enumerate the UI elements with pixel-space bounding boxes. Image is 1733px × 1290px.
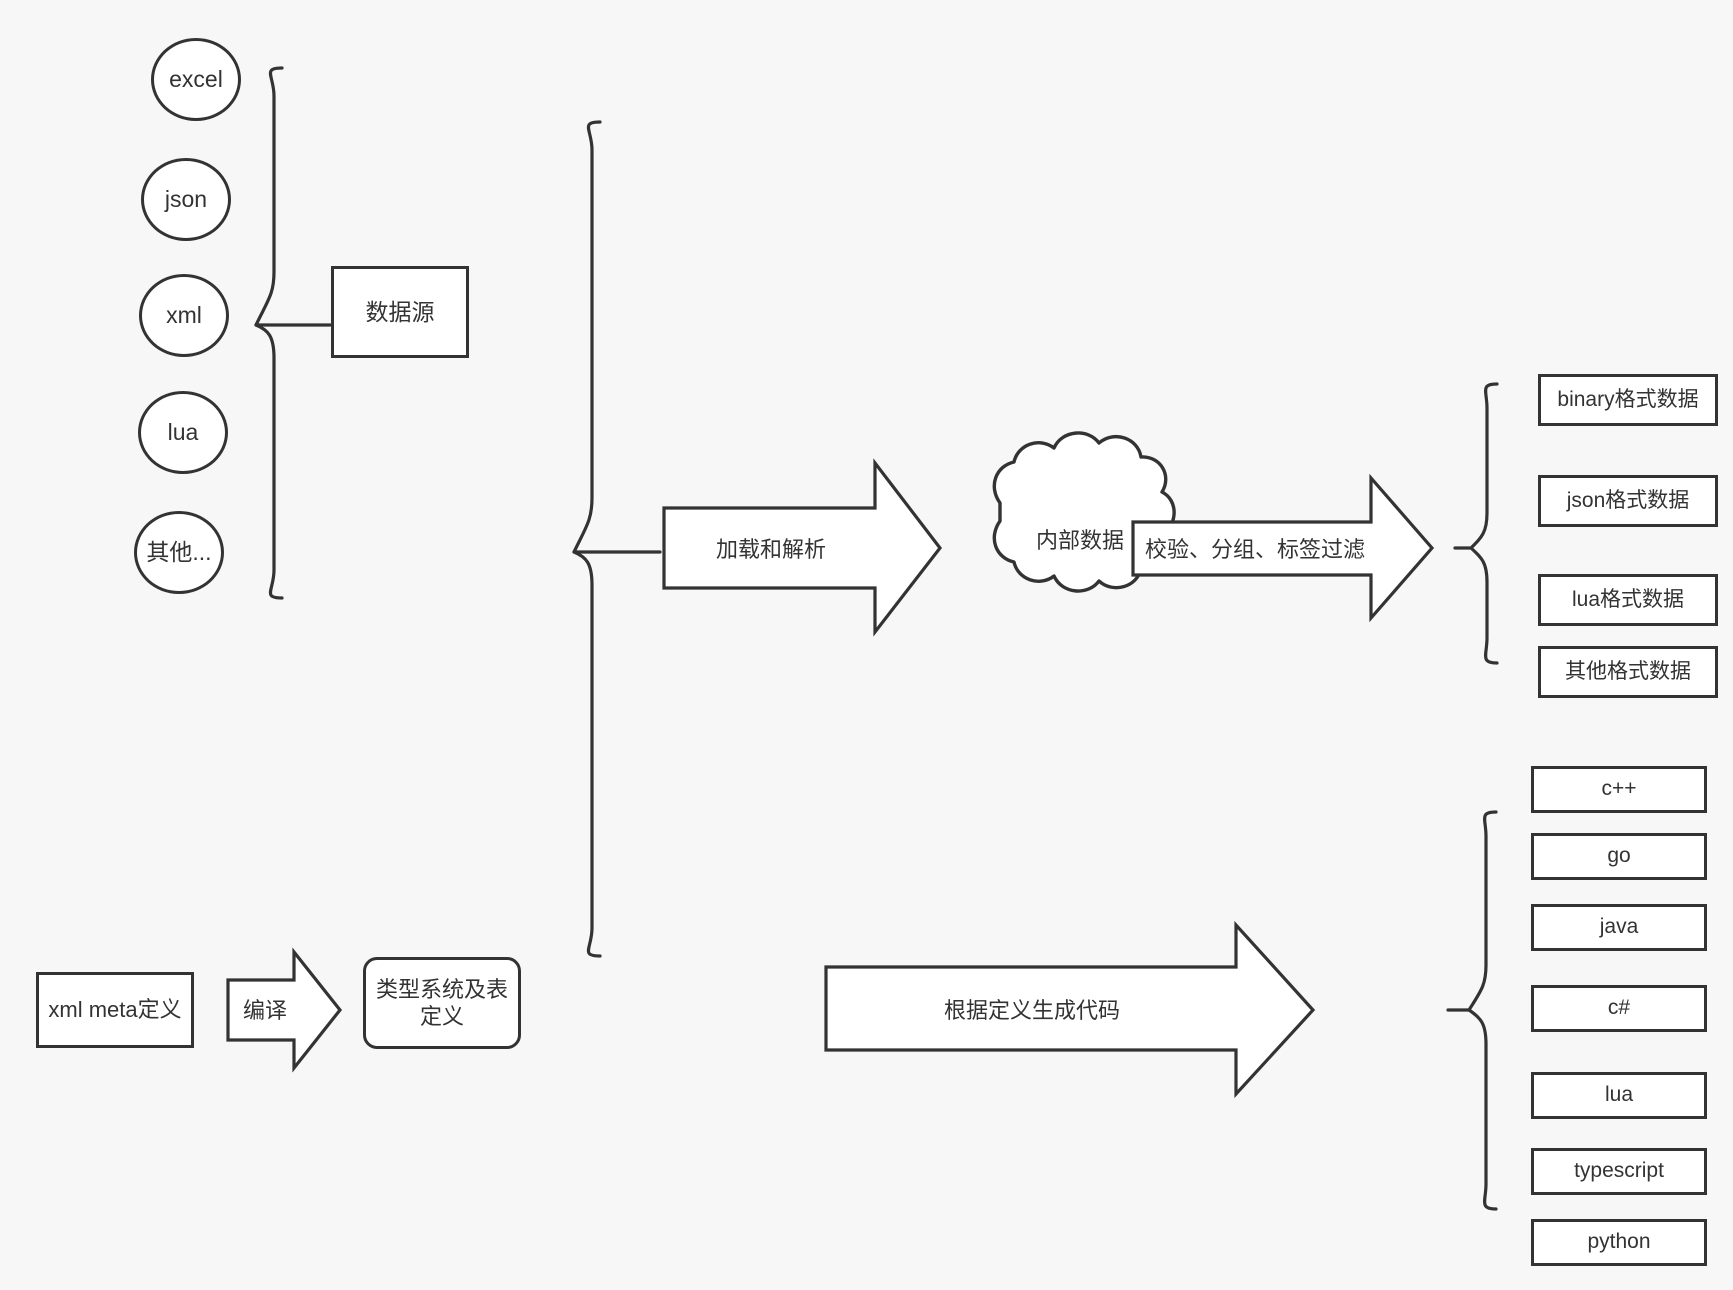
source-node-label: json [164,186,208,213]
codegen-arrow-label: 根据定义生成代码 [943,998,1120,1023]
output-format-label: json格式数据 [1566,488,1690,512]
compile-arrow [226,947,343,1073]
output-language-go[interactable]: go [1531,833,1707,880]
source-node-other[interactable]: 其他... [134,511,224,594]
output-format-label: lua格式数据 [1571,587,1685,611]
internal-data-cloud-label: 内部数据 [1035,528,1124,553]
output-language-label: go [1607,844,1631,868]
output-language-csharp[interactable]: c# [1531,985,1707,1032]
output-language-python[interactable]: python [1531,1219,1707,1266]
output-language-label: lua [1604,1083,1634,1107]
formats-brace [1469,382,1499,665]
type-system-label: 类型系统及表定义 [375,976,508,1030]
codegen-arrow [824,920,1316,1099]
data-source-label: 数据源 [365,298,435,325]
output-format-label: binary格式数据 [1557,387,1699,411]
languages-brace [1467,810,1498,1211]
filter-arrow [1131,473,1435,623]
inputs-brace [572,120,602,958]
source-node-label: xml [166,302,202,329]
xml-meta-definition-label: xml meta定义 [48,997,182,1023]
xml-meta-definition-box[interactable]: xml meta定义 [36,972,194,1048]
output-language-label: c# [1607,996,1631,1020]
type-system-box[interactable]: 类型系统及表定义 [363,957,521,1049]
compile-arrow-label: 编译 [242,998,287,1023]
sources-brace [254,66,284,600]
output-format-lua[interactable]: lua格式数据 [1538,574,1718,626]
source-node-label: lua [167,419,199,446]
load-parse-arrow-label: 加载和解析 [715,537,826,562]
source-node-xml[interactable]: xml [139,274,229,357]
output-format-binary[interactable]: binary格式数据 [1538,374,1718,426]
internal-data-cloud [992,431,1176,593]
output-format-json[interactable]: json格式数据 [1538,475,1718,527]
source-node-label: 其他... [146,539,212,566]
load-parse-arrow [662,458,943,637]
output-language-label: c++ [1601,777,1637,801]
output-language-cpp[interactable]: c++ [1531,766,1707,813]
output-language-label: typescript [1574,1159,1664,1183]
source-node-lua[interactable]: lua [138,391,228,474]
output-language-lua[interactable]: lua [1531,1072,1707,1119]
data-source-box[interactable]: 数据源 [331,266,469,358]
output-language-label: python [1587,1230,1651,1254]
output-language-java[interactable]: java [1531,904,1707,951]
source-node-label: excel [169,66,223,93]
output-format-other[interactable]: 其他格式数据 [1538,646,1718,698]
filter-arrow-label: 校验、分组、标签过滤 [1144,537,1365,562]
source-node-excel[interactable]: excel [151,38,241,121]
output-language-typescript[interactable]: typescript [1531,1148,1707,1195]
output-format-label: 其他格式数据 [1565,659,1691,683]
source-node-json[interactable]: json [141,158,231,241]
output-language-label: java [1599,915,1639,939]
